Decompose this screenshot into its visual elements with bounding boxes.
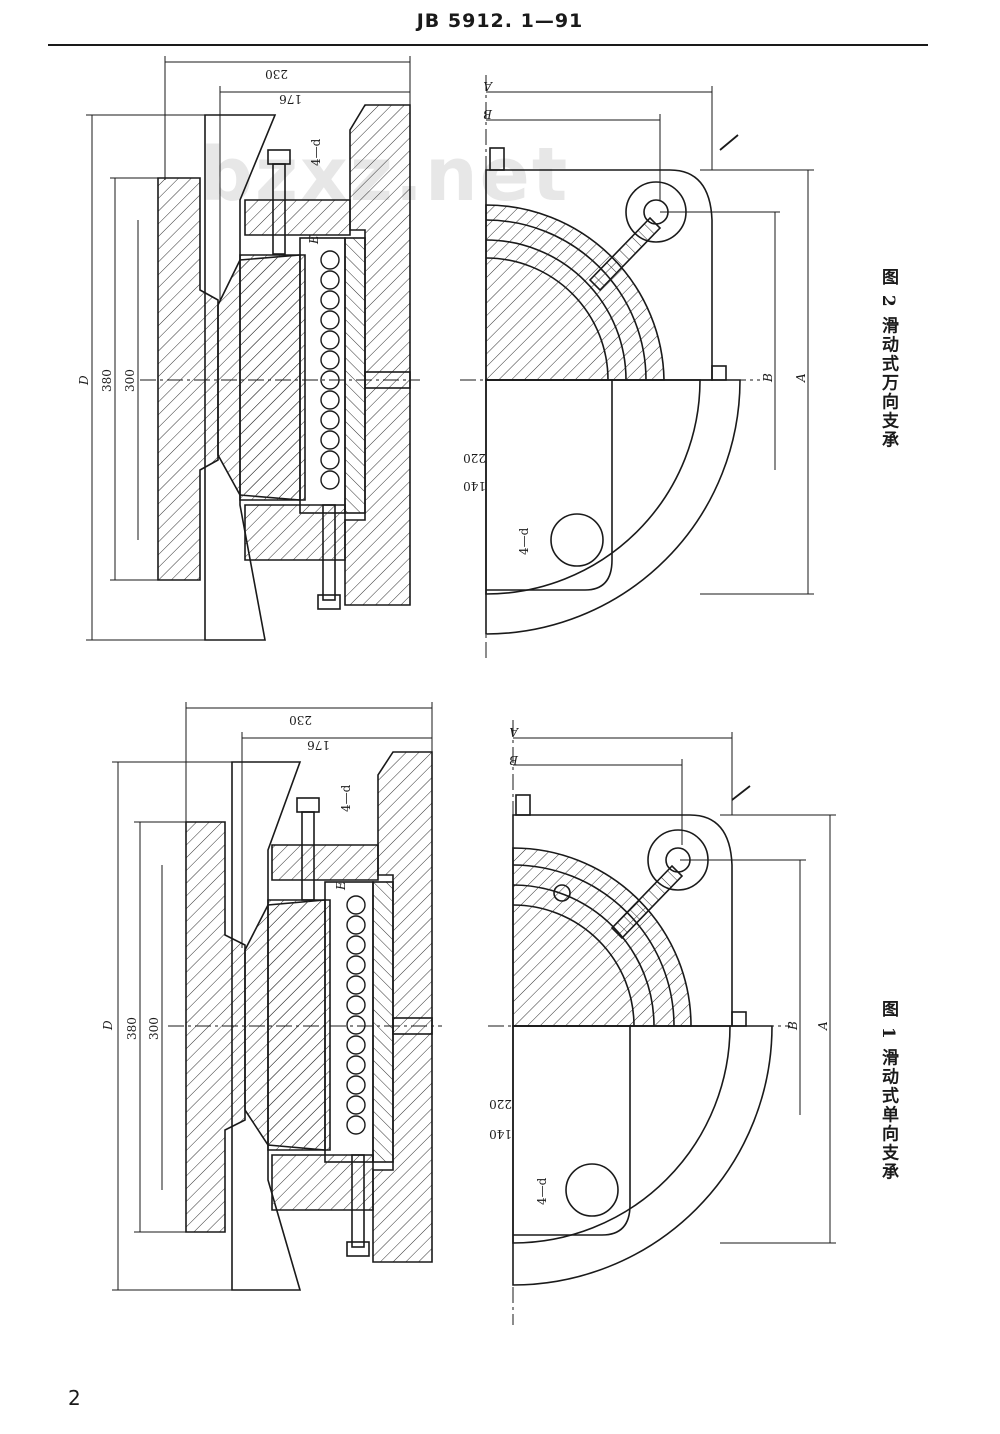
fig2-dim-380: 380 — [100, 369, 114, 392]
fig1-dim-4d-a: 4—d — [339, 784, 353, 812]
figure-2-caption: 图 2 滑动式万向支承 — [878, 268, 898, 450]
fig2-dim-4d-b: 4—d — [517, 527, 531, 555]
fig1-dimension-labels: 230 176 4—d E D 380 300 A B B A 220 140 … — [101, 713, 830, 1205]
fig2-balls — [320, 250, 340, 490]
fig1-dim-4d-b: 4—d — [535, 1177, 549, 1205]
figure-1-caption: 图 1 滑动式单向支承 — [878, 1000, 898, 1182]
fig1-dim-220: 220 — [489, 1097, 512, 1111]
fig2-dim-D: D — [77, 375, 91, 386]
fig1-dim-140: 140 — [489, 1127, 512, 1141]
fig2-section-view — [86, 56, 420, 641]
fig1-dim-380: 380 — [125, 1017, 139, 1040]
fig1-balls — [346, 895, 366, 1135]
fig1-dim-B-side: B — [786, 1021, 800, 1031]
fig1-dim-A-side: A — [816, 1021, 830, 1031]
fig2-dim-176: 176 — [279, 92, 302, 106]
figure-2-drawing — [86, 56, 814, 660]
fig2-dim-140: 140 — [463, 479, 486, 493]
fig1-dim-300: 300 — [147, 1017, 161, 1040]
fig2-dim-B-top: B — [483, 107, 493, 121]
fig2-dim-B-side: B — [761, 373, 775, 383]
fig2-dimension-labels: 230 176 4—d E D 380 300 A B B A 220 140 … — [77, 67, 808, 555]
fig2-dim-300: 300 — [123, 369, 137, 392]
figure-1-drawing — [112, 702, 836, 1325]
fig1-plan-view — [488, 720, 836, 1325]
fig2-dim-A-side: A — [794, 373, 808, 383]
fig2-dim-E: E — [307, 235, 321, 245]
fig1-dim-B-top: B — [509, 753, 519, 767]
fig1-dim-D: D — [101, 1020, 115, 1031]
page-header-standard-code: JB 5912. 1—91 — [416, 10, 584, 32]
fig1-dim-230: 230 — [289, 713, 312, 727]
fig1-dim-176: 176 — [307, 738, 330, 752]
fig2-plan-view — [460, 75, 814, 660]
fig2-dim-230: 230 — [265, 67, 288, 81]
fig1-section-view — [112, 702, 442, 1291]
fig2-dim-A-top: A — [483, 79, 493, 93]
fig1-dim-E: E — [334, 881, 348, 891]
page-number: 2 — [68, 1386, 81, 1410]
fig2-dim-4d-a: 4—d — [309, 138, 323, 166]
fig2-dim-220: 220 — [463, 451, 486, 465]
fig1-dim-A-top: A — [509, 725, 519, 739]
header-rule — [48, 44, 928, 46]
